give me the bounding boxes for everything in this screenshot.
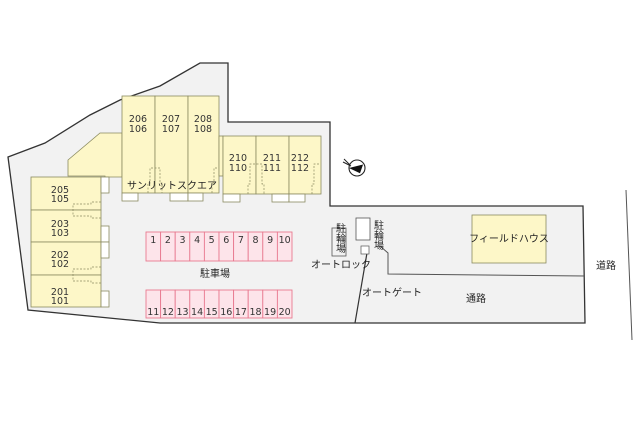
svg-text:5: 5	[209, 235, 215, 246]
road-label-outer: 道路	[596, 259, 616, 272]
road-label-inner: 通路	[466, 292, 486, 305]
svg-text:210: 210	[229, 153, 247, 164]
svg-text:202: 202	[51, 250, 69, 261]
svg-text:205: 205	[51, 185, 69, 196]
svg-text:103: 103	[51, 228, 69, 239]
parking-numbers-top: 1 2 3 4 5 6 7 8 9 10	[150, 235, 290, 246]
svg-text:19: 19	[264, 307, 276, 318]
svg-text:18: 18	[249, 307, 261, 318]
svg-text:12: 12	[162, 307, 174, 318]
svg-text:9: 9	[267, 235, 273, 246]
svg-text:3: 3	[179, 235, 185, 246]
neighbor-building	[471, 214, 547, 264]
building-wing-top	[121, 95, 220, 202]
bicycle-parking-2	[355, 217, 371, 241]
building-wing-right	[218, 135, 322, 203]
road-edge	[625, 189, 633, 341]
auto-gate-label: オートゲート	[362, 287, 422, 299]
svg-text:10: 10	[279, 235, 291, 246]
parking-numbers-bottom: 11 12 13 14 15 16 17 18 19 20	[147, 307, 290, 318]
bicycle-parking-label-2: 駐輪場	[372, 219, 384, 251]
parking-row-top	[145, 231, 293, 262]
svg-text:16: 16	[220, 307, 232, 318]
parking-row-bottom	[145, 289, 293, 319]
svg-text:20: 20	[279, 307, 291, 318]
svg-text:105: 105	[51, 194, 69, 205]
parking-label: 駐車場	[200, 267, 230, 280]
neighbor-building-label: フィールドハウス	[469, 233, 549, 245]
svg-text:6: 6	[223, 235, 229, 246]
svg-text:1: 1	[150, 235, 156, 246]
svg-text:13: 13	[176, 307, 188, 318]
svg-text:203: 203	[51, 219, 69, 230]
svg-text:101: 101	[51, 296, 69, 307]
auto-lock-box	[360, 245, 370, 255]
bicycle-parking-1	[331, 227, 347, 257]
svg-text:206: 206	[129, 114, 147, 125]
svg-text:111: 111	[263, 163, 281, 174]
auto-gate-line	[354, 246, 369, 324]
svg-text:212: 212	[291, 153, 309, 164]
svg-text:11: 11	[147, 307, 159, 318]
svg-text:7: 7	[238, 235, 244, 246]
svg-text:108: 108	[194, 124, 212, 135]
svg-text:14: 14	[191, 307, 203, 318]
svg-text:110: 110	[229, 163, 247, 174]
svg-text:106: 106	[129, 124, 147, 135]
auto-lock-label: オートロック	[311, 259, 371, 271]
svg-text:2: 2	[165, 235, 171, 246]
svg-text:211: 211	[263, 153, 281, 164]
svg-text:107: 107	[162, 124, 180, 135]
north-arrow-icon	[342, 158, 366, 177]
svg-text:112: 112	[291, 163, 309, 174]
svg-text:4: 4	[194, 235, 200, 246]
svg-text:102: 102	[51, 259, 69, 270]
building-name: サンリットスクエア	[127, 180, 217, 192]
svg-text:208: 208	[194, 114, 212, 125]
svg-text:207: 207	[162, 114, 180, 125]
road-divider	[379, 245, 586, 277]
building-wing-left	[30, 176, 110, 308]
svg-text:17: 17	[235, 307, 247, 318]
svg-text:15: 15	[206, 307, 218, 318]
bicycle-parking-label-1: 駐輪場	[334, 222, 346, 254]
svg-text:8: 8	[252, 235, 258, 246]
svg-text:201: 201	[51, 287, 69, 298]
